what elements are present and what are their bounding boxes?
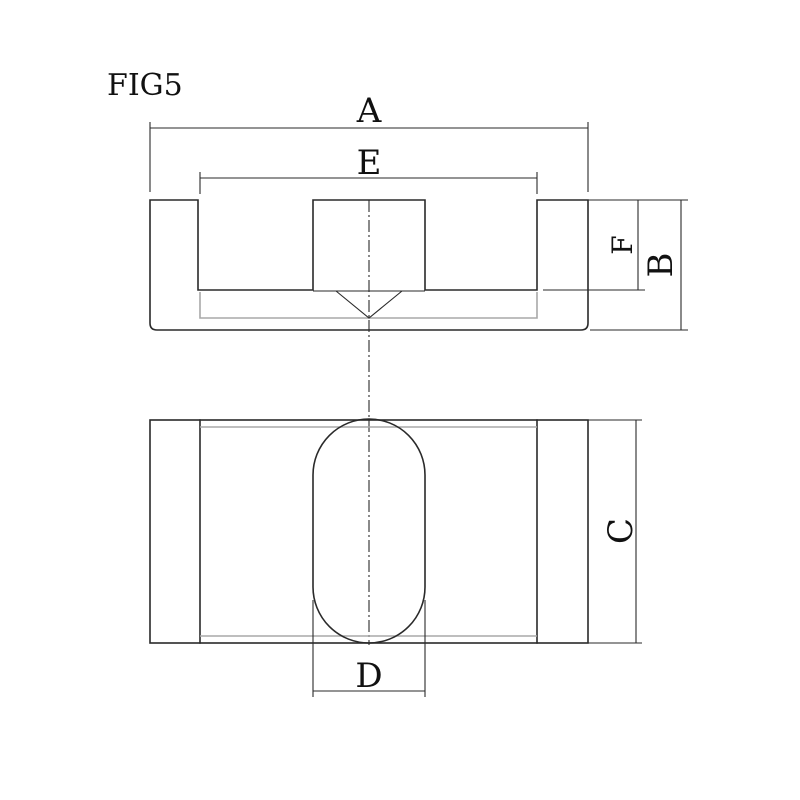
dimension-b-label: B [641,253,681,278]
dimension-f: F [543,199,645,291]
bottom-view [149,418,589,644]
dimension-b: B [590,199,688,331]
dimension-c-label: C [601,518,641,544]
dimension-a: A [149,91,589,192]
dimension-a-label: A [356,91,382,131]
figure-title: FIG5 [107,68,183,103]
dimension-e-label: E [357,143,382,183]
dimension-f-label: F [606,235,639,254]
dimension-d-label: D [355,656,382,696]
dimension-d: D [312,600,426,697]
front-view-outline [149,199,589,331]
dimension-e: E [199,143,538,194]
front-view [149,199,589,331]
dimension-c: C [588,419,642,644]
bottom-view-center-leg [312,418,426,644]
front-view-notch [335,290,403,319]
